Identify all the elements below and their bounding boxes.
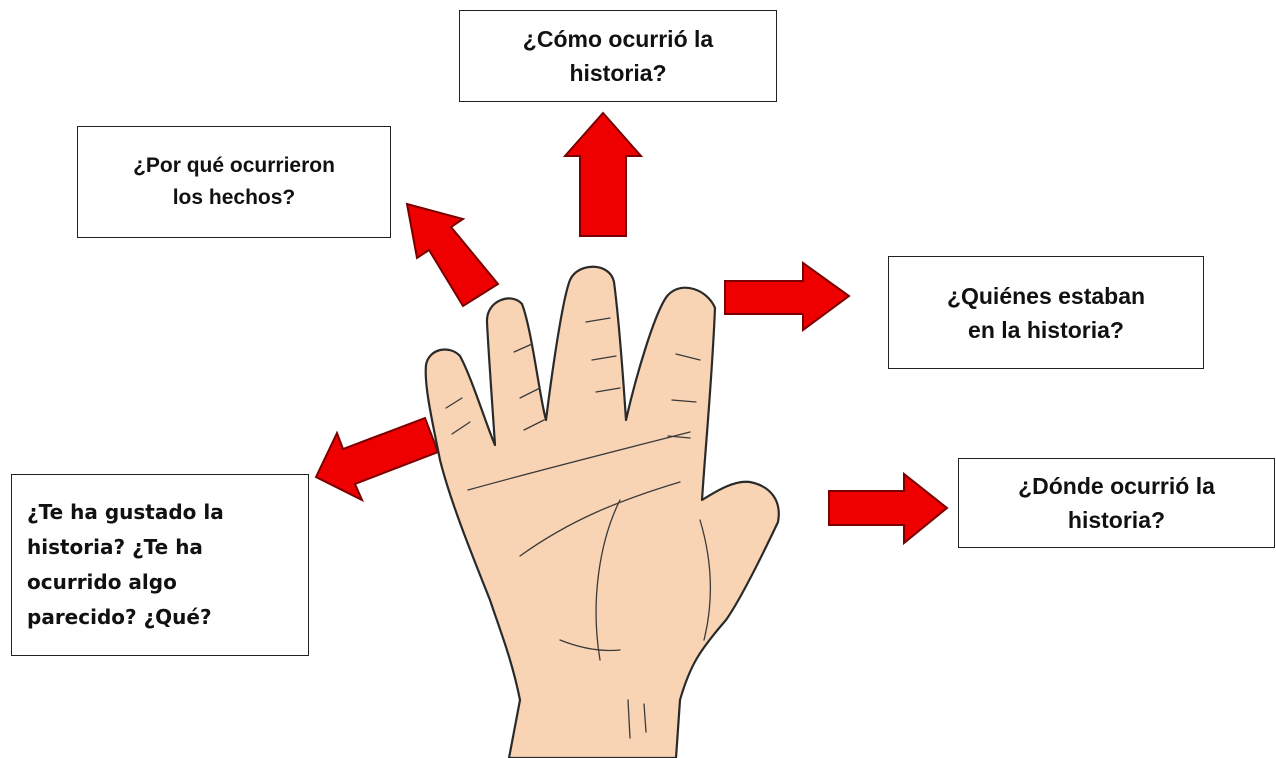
arrow-up-icon [562, 111, 644, 237]
question-line: ocurrido algo [27, 570, 177, 594]
question-line: historia? [1067, 507, 1166, 533]
question-line: ¿Quiénes estaban [946, 282, 1146, 309]
question-text-why: ¿Por qué ocurrieron los hechos? [133, 150, 335, 214]
arrow-right-lower-icon [828, 471, 949, 546]
question-line: ¿Por qué ocurrieron [133, 154, 335, 177]
hand-icon [424, 265, 780, 758]
question-line: parecido? ¿Qué? [27, 605, 212, 629]
question-line: los hechos? [172, 186, 296, 209]
question-text-how: ¿Cómo ocurrió la historia? [523, 22, 713, 90]
question-line: en la historia? [968, 316, 1124, 343]
question-box-why: ¿Por qué ocurrieron los hechos? [77, 126, 391, 238]
question-text-opinion: ¿Te ha gustado la historia? ¿Te ha ocurr… [27, 495, 224, 635]
question-text-who: ¿Quiénes estaban en la historia? [947, 279, 1145, 347]
arrow-right-upper-icon [724, 261, 851, 332]
question-box-how: ¿Cómo ocurrió la historia? [459, 10, 777, 102]
question-box-who: ¿Quiénes estaban en la historia? [888, 256, 1204, 369]
arrow-left-icon [314, 416, 440, 503]
question-line: ¿Te ha gustado la [27, 500, 224, 524]
question-box-where: ¿Dónde ocurrió la historia? [958, 458, 1275, 548]
question-line: ¿Cómo ocurrió la [522, 26, 714, 52]
question-text-where: ¿Dónde ocurrió la historia? [1018, 469, 1215, 537]
question-box-opinion: ¿Te ha gustado la historia? ¿Te ha ocurr… [11, 474, 309, 656]
arrow-up-left-icon [405, 202, 500, 308]
question-line: ¿Dónde ocurrió la [1018, 473, 1215, 499]
question-line: historia? ¿Te ha [27, 535, 203, 559]
question-line: historia? [569, 60, 667, 86]
